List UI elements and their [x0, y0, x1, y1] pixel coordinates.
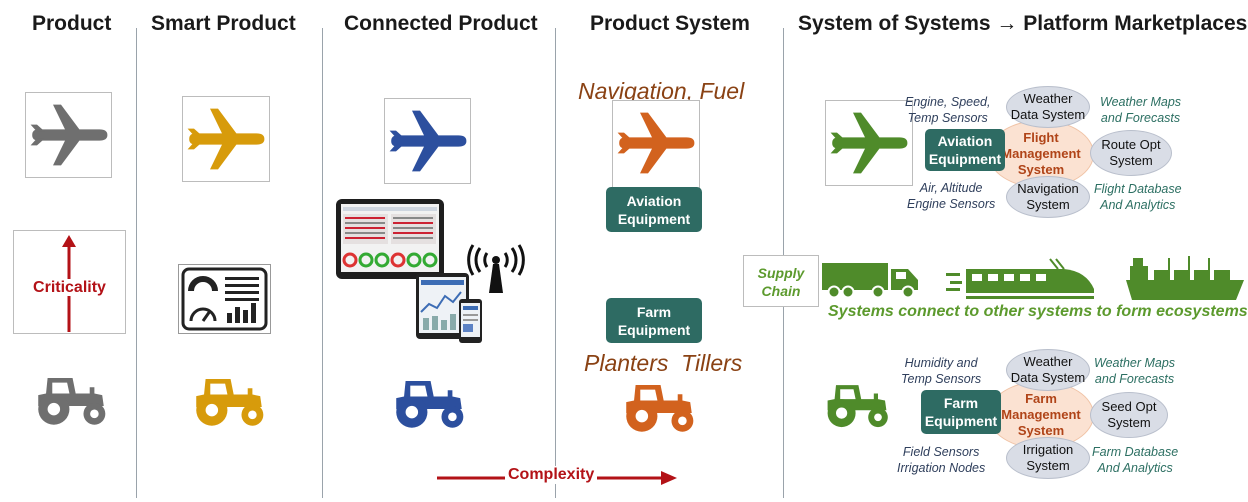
- criticality-box: Criticality: [13, 230, 126, 334]
- dashboard-box: [178, 264, 271, 334]
- truck-icon: [822, 263, 918, 299]
- plane-box: [25, 92, 112, 178]
- tractor-icon: [32, 371, 110, 427]
- column-divider: [322, 28, 323, 498]
- seed-opt-system: Seed Opt System: [1090, 392, 1168, 438]
- tractor-icon: [620, 378, 698, 434]
- planters-tillers-label: Planters Tillers: [584, 350, 743, 376]
- weather-data-system: Weather Data System: [1006, 86, 1090, 128]
- column-divider: [136, 28, 137, 498]
- humidity-sensors-note: Humidity and Temp Sensors: [901, 356, 982, 386]
- ship-icon: [1126, 256, 1244, 300]
- tablet-dashboard-icon: [336, 199, 444, 279]
- weather-maps-note: Weather Maps and Forecasts: [1094, 356, 1176, 386]
- antenna-icon: [467, 244, 525, 293]
- route-opt-system: Route Opt System: [1090, 130, 1172, 176]
- tractor-icon: [190, 372, 268, 428]
- plane-icon: [389, 110, 467, 172]
- tablet-icon: [416, 273, 469, 339]
- farm-database-note: Farm Database And Analytics: [1092, 445, 1179, 475]
- field-sensors-note: Field Sensors Irrigation Nodes: [897, 445, 986, 475]
- ecosystem-caption: Systems connect to other systems to form…: [828, 303, 1248, 320]
- header-system-of-systems: System of Systems → Platform Marketplace…: [798, 12, 1248, 35]
- header-product-system: Product System: [590, 12, 750, 35]
- header-product: Product: [32, 12, 112, 35]
- farm-management-system: Farm Management System: [988, 381, 1094, 449]
- train-icon: [946, 258, 1094, 299]
- tractor-icon: [390, 374, 468, 430]
- plane-icon: [187, 108, 265, 170]
- navigation-system: Navigation System: [1006, 176, 1090, 218]
- header-smart-product: Smart Product: [151, 12, 296, 35]
- aviation-equipment-box: Aviation Equipment: [925, 129, 1005, 171]
- flight-database-note: Flight Database And Analytics: [1094, 182, 1182, 212]
- weather-data-system: Weather Data System: [1006, 349, 1090, 391]
- phone-icon: [459, 299, 482, 343]
- header-connected-product: Connected Product: [344, 12, 538, 35]
- aviation-equipment-box: Aviation Equipment: [606, 187, 702, 232]
- complexity-label: Complexity: [505, 466, 598, 484]
- plane-icon: [30, 104, 108, 166]
- plane-icon: [830, 112, 908, 174]
- tractor-icon: [822, 378, 892, 430]
- irrigation-system: Irrigation System: [1006, 437, 1090, 479]
- air-altitude-sensors-note: Air, Altitude Engine Sensors: [907, 181, 996, 211]
- column-divider: [555, 28, 556, 498]
- flight-management-system: Flight Management System: [988, 120, 1094, 188]
- farm-equipment-box: Farm Equipment: [921, 390, 1001, 434]
- farm-equipment-box: Farm Equipment: [606, 298, 702, 343]
- plane-box: [612, 100, 700, 192]
- plane-box: [825, 100, 913, 186]
- supply-chain-label: Supply Chain: [757, 265, 805, 299]
- engine-sensors-note: Engine, Speed, Temp Sensors: [905, 95, 991, 125]
- plane-box: [182, 96, 270, 182]
- dashboard-icon: [181, 267, 268, 331]
- plane-box: [384, 98, 471, 184]
- criticality-label: Criticality: [31, 279, 108, 296]
- weather-maps-note: Weather Maps and Forecasts: [1100, 95, 1182, 125]
- navigation-fuel-label: Navigation, Fuel: [578, 78, 745, 104]
- supply-chain-box: Supply Chain: [743, 255, 819, 307]
- plane-icon: [617, 112, 695, 174]
